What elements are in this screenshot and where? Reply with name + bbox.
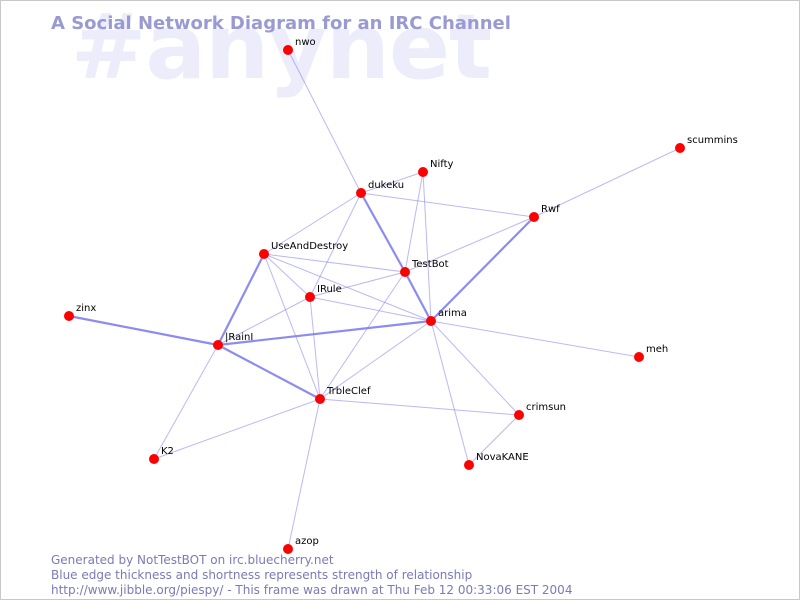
node-dot — [529, 212, 539, 222]
node-dot — [464, 460, 474, 470]
node-label: TestBot — [411, 259, 449, 270]
node-label: UseAndDestroy — [271, 241, 348, 252]
node-zinx: zinx — [64, 303, 96, 321]
node-label: azop — [295, 536, 319, 547]
node-dot — [426, 316, 436, 326]
edge-dukeku-Rwf — [360, 192, 535, 218]
edge-arima-NovaKANE — [430, 320, 470, 466]
edge-arima-meh — [430, 320, 640, 358]
node-label: Rwf — [541, 204, 560, 215]
node-label: NovaKANE — [476, 452, 529, 463]
node-label: Nifty — [430, 159, 454, 170]
node-IRule: IRule — [305, 284, 342, 302]
node-dot — [675, 143, 685, 153]
edge-zinx-IRainI — [68, 314, 219, 347]
edge-UseAndDestroy-TestBot — [263, 253, 406, 273]
node-dot — [356, 188, 366, 198]
node-TrbleClef: TrbleClef — [315, 386, 371, 404]
node-NovaKANE: NovaKANE — [464, 452, 529, 470]
edge-dukeku-TestBot — [360, 192, 406, 273]
channel-watermark: #anynet — [71, 0, 492, 100]
node-dot — [64, 311, 74, 321]
edge-IRainI-arima — [217, 319, 432, 347]
node-UseAndDestroy: UseAndDestroy — [259, 241, 348, 259]
edge-arima-TrbleClef — [319, 320, 432, 400]
diagram-title: A Social Network Diagram for an IRC Chan… — [51, 13, 511, 34]
node-label: arima — [438, 308, 467, 319]
node-label: K2 — [161, 446, 174, 457]
edge-TestBot-TrbleClef — [319, 271, 406, 400]
edge-TrbleClef-K2 — [153, 398, 321, 460]
edge-TrbleClef-crimsun — [319, 398, 520, 416]
node-label: IRule — [317, 284, 342, 295]
node-Nifty: Nifty — [418, 159, 454, 177]
edge-dukeku-IRule — [309, 192, 362, 298]
edge-Rwf-arima — [430, 216, 535, 322]
edge-TestBot-IRule — [309, 271, 406, 298]
node-dot — [283, 544, 293, 554]
edge-arima-crimsun — [430, 320, 520, 416]
edge-IRule-arima — [309, 296, 432, 322]
node-dot — [315, 394, 325, 404]
footer-generated-by: Generated by NotTestBOT on irc.bluecherr… — [51, 553, 334, 567]
edge-dukeku-UseAndDestroy — [263, 192, 362, 255]
node-scummins: scummins — [675, 135, 738, 153]
edge-TrbleClef-azop — [287, 398, 321, 550]
node-IRainI: |RainI — [213, 332, 253, 350]
node-dot — [305, 292, 315, 302]
node-dot — [514, 410, 524, 420]
node-label: nwo — [295, 37, 316, 48]
node-nwo: nwo — [283, 37, 316, 55]
edge-UseAndDestroy-TrbleClef — [263, 253, 321, 400]
node-label: dukeku — [368, 180, 404, 191]
node-label: scummins — [687, 135, 738, 146]
node-K2: K2 — [149, 446, 174, 464]
node-label: TrbleClef — [326, 386, 371, 397]
edge-scummins-Rwf — [533, 147, 681, 218]
node-dot — [283, 45, 293, 55]
edge-IRainI-K2 — [153, 344, 219, 460]
edge-UseAndDestroy-IRainI — [217, 253, 265, 346]
node-label: crimsun — [526, 402, 566, 413]
footer: Generated by NotTestBOT on irc.bluecherr… — [51, 553, 572, 598]
node-TestBot: TestBot — [400, 259, 449, 277]
edge-TestBot-arima — [404, 271, 432, 322]
edge-IRule-TrbleClef — [309, 296, 321, 400]
edge-Rwf-TestBot — [404, 216, 535, 273]
edge-Nifty-arima — [422, 171, 432, 322]
edge-UseAndDestroy-IRule — [263, 253, 311, 298]
node-label: meh — [646, 344, 668, 355]
edge-IRainI-TrbleClef — [217, 344, 321, 400]
node-crimsun: crimsun — [514, 402, 566, 420]
node-dot — [213, 340, 223, 350]
node-Rwf: Rwf — [529, 204, 560, 222]
node-dot — [149, 454, 159, 464]
node-dot — [418, 167, 428, 177]
footer-url-timestamp: http://www.jibble.org/piespy/ - This fra… — [51, 583, 573, 597]
node-azop: azop — [283, 536, 319, 554]
node-dukeku: dukeku — [356, 180, 404, 198]
edge-IRule-IRainI — [217, 296, 311, 346]
footer-legend-note: Blue edge thickness and shortness repres… — [51, 568, 473, 582]
node-dot — [259, 249, 269, 259]
node-dot — [400, 267, 410, 277]
edge-Nifty-TestBot — [404, 171, 424, 273]
edges-layer — [68, 49, 681, 550]
node-dot — [634, 352, 644, 362]
node-label: zinx — [76, 303, 96, 314]
edge-Nifty-dukeku — [360, 171, 424, 194]
edge-crimsun-NovaKANE — [468, 414, 520, 466]
node-label: |RainI — [225, 332, 253, 343]
node-meh: meh — [634, 344, 668, 362]
node-arima: arima — [426, 308, 467, 326]
edge-nwo-dukeku — [287, 49, 362, 194]
